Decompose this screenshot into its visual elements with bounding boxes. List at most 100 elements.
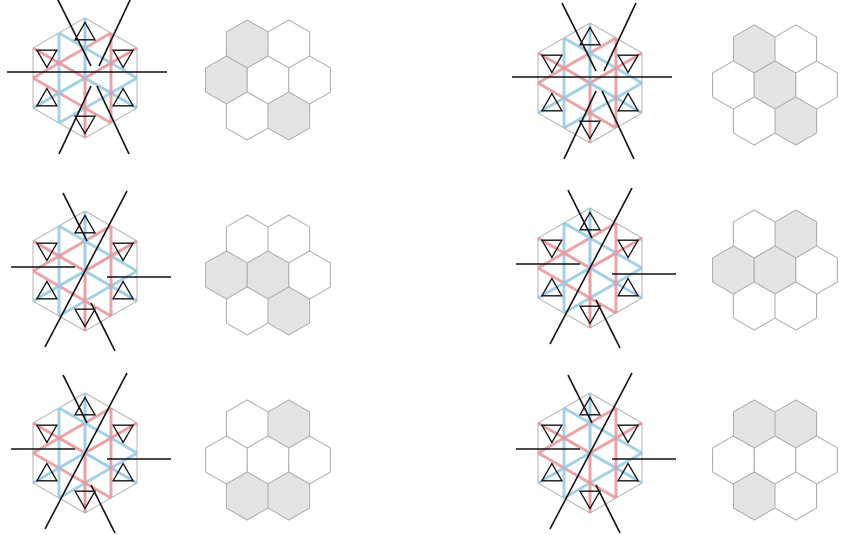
color-segment	[537, 421, 591, 455]
hex-cell	[774, 471, 818, 521]
hex-pattern-1	[193, 5, 343, 155]
cut-line	[62, 192, 88, 242]
color-segment	[32, 76, 86, 110]
cut-line	[549, 187, 633, 345]
triangle-diagram-6	[510, 372, 690, 535]
triangle-mark	[540, 239, 564, 259]
color-segment	[32, 239, 86, 273]
triangle-mark	[35, 49, 59, 69]
color-segment	[537, 266, 617, 315]
triangle-diagram-2	[510, 2, 690, 165]
color-segment	[537, 221, 617, 270]
cut-line	[62, 374, 88, 424]
triangle-mark	[616, 277, 640, 297]
color-segment	[563, 36, 643, 85]
triangle-mark	[35, 462, 59, 482]
triangle-mark	[73, 308, 97, 328]
color-segment	[563, 81, 643, 130]
triangle-mark	[616, 54, 640, 74]
triangle-mark	[540, 277, 564, 297]
cut-line	[96, 85, 130, 155]
hex-cell	[267, 91, 311, 141]
color-segment	[537, 406, 617, 455]
triangle-mark	[540, 424, 564, 444]
triangle-mark	[73, 21, 97, 41]
triangle-mark	[616, 424, 640, 444]
color-segment	[32, 31, 112, 80]
color-segment	[32, 46, 86, 80]
hex-pattern-3	[193, 200, 343, 350]
triangle-mark	[73, 396, 97, 416]
hex-pattern-5	[193, 385, 343, 535]
hex-pattern-6	[700, 385, 849, 535]
triangle-mark	[73, 490, 97, 510]
color-segment	[58, 224, 138, 273]
triangle-mark	[111, 424, 135, 444]
color-segment	[58, 269, 138, 318]
cut-line	[44, 190, 128, 348]
cut-line	[567, 189, 593, 239]
triangle-mark	[73, 115, 97, 135]
color-segment	[537, 81, 617, 130]
triangle-mark	[616, 92, 640, 112]
triangle-mark	[616, 239, 640, 259]
triangle-mark	[578, 396, 602, 416]
color-segment	[32, 269, 86, 303]
triangle-mark	[111, 242, 135, 262]
triangle-mark	[578, 120, 602, 140]
color-segment	[537, 451, 591, 485]
color-segment	[537, 266, 591, 300]
hex-pattern-2	[700, 10, 849, 160]
color-segment	[58, 406, 138, 455]
triangle-mark	[111, 462, 135, 482]
color-segment	[58, 76, 138, 125]
color-segment	[537, 81, 591, 115]
triangle-diagram-3	[5, 190, 185, 353]
cut-line	[90, 302, 116, 352]
cut-line	[567, 374, 593, 424]
cut-line	[601, 90, 635, 160]
color-segment	[563, 406, 643, 455]
color-segment	[32, 224, 112, 273]
triangle-mark	[111, 280, 135, 300]
hex-cell	[774, 96, 818, 146]
triangle-mark	[111, 49, 135, 69]
triangle-mark	[578, 26, 602, 46]
cut-line	[90, 484, 116, 534]
triangle-mark	[35, 280, 59, 300]
triangle-mark	[540, 92, 564, 112]
cut-line	[561, 2, 597, 72]
cut-line	[98, 0, 131, 67]
cut-line	[58, 85, 92, 155]
triangle-mark	[540, 54, 564, 74]
color-segment	[58, 451, 138, 500]
color-segment	[537, 51, 591, 85]
cut-line	[549, 372, 633, 530]
color-segment	[32, 269, 112, 318]
color-segment	[537, 236, 591, 270]
color-segment	[32, 451, 112, 500]
triangle-mark	[111, 87, 135, 107]
color-segment	[32, 406, 112, 455]
color-segment	[563, 266, 643, 315]
triangle-mark	[616, 462, 640, 482]
cut-line	[44, 372, 128, 530]
triangle-mark	[578, 211, 602, 231]
cut-line	[595, 484, 621, 534]
triangle-diagram-5	[5, 372, 185, 535]
color-segment	[58, 31, 138, 80]
color-segment	[563, 451, 643, 500]
hex-cell	[267, 471, 311, 521]
triangle-mark	[578, 305, 602, 325]
hex-cell	[774, 281, 818, 331]
triangle-mark	[35, 424, 59, 444]
color-segment	[32, 421, 86, 455]
cut-line	[57, 0, 92, 67]
triangle-mark	[35, 87, 59, 107]
triangle-diagram-4	[510, 187, 690, 350]
triangle-mark	[578, 490, 602, 510]
color-segment	[563, 221, 643, 270]
hex-cell	[267, 286, 311, 336]
color-segment	[537, 451, 617, 500]
